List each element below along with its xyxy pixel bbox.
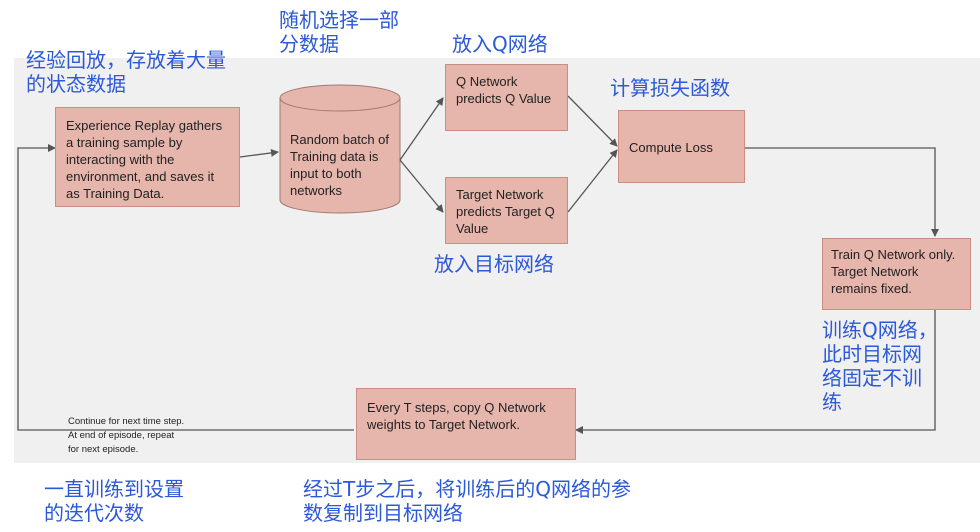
experience-replay-text: Experience Replay gathers a training sam… — [66, 118, 223, 201]
caption-train-line2: 此时目标网 — [822, 342, 922, 366]
caption-replay-line2: 的状态数据 — [26, 72, 126, 96]
arrow-loop-to-replay — [17, 144, 354, 431]
caption-batch-line2: 分数据 — [279, 32, 339, 56]
target-network-box: Target Network predicts Target Q Value — [445, 177, 568, 244]
loop-note: Continue for next time step. At end of e… — [68, 415, 238, 457]
q-network-box: Q Network predicts Q Value — [445, 64, 568, 131]
training-batch-label: Random batch of Training data is input t… — [290, 132, 390, 198]
loop-note-line3: for next episode. — [68, 444, 139, 455]
caption-train-line1: 训练Q网络， — [822, 318, 938, 342]
caption-target-text: 放入目标网络 — [434, 252, 554, 276]
copy-weights-text: Every T steps, copy Q Network weights to… — [367, 400, 546, 432]
arrow-target-to-loss — [567, 149, 618, 213]
arrow-train-to-copy — [575, 310, 936, 434]
loop-note-line2: At end of episode, repeat — [68, 430, 175, 441]
caption-loop-line1: 一直训练到设置 — [44, 477, 184, 501]
caption-target: 放入目标网络 — [434, 252, 554, 276]
caption-batch: 随机选择一部 分数据 — [279, 8, 399, 56]
caption-copy: 经过T步之后，将训练后的Q网络的参 数复制到目标网络 — [303, 477, 631, 525]
caption-qnet: 放入Q网络 — [452, 32, 548, 56]
caption-copy-line2: 数复制到目标网络 — [303, 501, 463, 525]
arrow-loss-to-train — [745, 147, 939, 237]
loop-note-line1: Continue for next time step. — [68, 416, 185, 427]
caption-replay: 经验回放，存放着大量 的状态数据 — [26, 48, 226, 96]
train-q-network-box: Train Q Network only. Target Network rem… — [822, 238, 971, 310]
arrow-replay-to-batch — [239, 148, 279, 158]
arrow-batch-to-target — [399, 159, 444, 213]
q-network-text: Q Network predicts Q Value — [456, 74, 552, 106]
training-data-cylinder — [279, 84, 401, 214]
compute-loss-text: Compute Loss — [629, 140, 713, 155]
caption-train: 训练Q网络， 此时目标网 络固定不训 练 — [822, 318, 972, 414]
experience-replay-box: Experience Replay gathers a training sam… — [55, 107, 240, 207]
caption-loss-text: 计算损失函数 — [610, 76, 730, 100]
caption-copy-line1: 经过T步之后，将训练后的Q网络的参 — [303, 477, 631, 501]
training-batch-text: Random batch of Training data is input t… — [290, 131, 394, 199]
caption-loop: 一直训练到设置 的迭代次数 — [44, 477, 184, 525]
caption-loop-line2: 的迭代次数 — [44, 501, 144, 525]
arrow-batch-to-qnet — [399, 97, 444, 161]
caption-batch-line1: 随机选择一部 — [279, 8, 399, 32]
caption-loss: 计算损失函数 — [610, 76, 730, 100]
train-q-network-text: Train Q Network only. Target Network rem… — [831, 247, 956, 296]
caption-qnet-text: 放入Q网络 — [452, 32, 548, 56]
target-network-text: Target Network predicts Target Q Value — [456, 187, 555, 236]
copy-weights-box: Every T steps, copy Q Network weights to… — [356, 388, 576, 460]
caption-replay-line1: 经验回放，存放着大量 — [26, 48, 226, 72]
compute-loss-box: Compute Loss — [618, 110, 745, 183]
caption-train-line4: 练 — [822, 390, 842, 414]
arrow-qnet-to-loss — [567, 95, 618, 147]
caption-train-line3: 络固定不训 — [822, 366, 922, 390]
